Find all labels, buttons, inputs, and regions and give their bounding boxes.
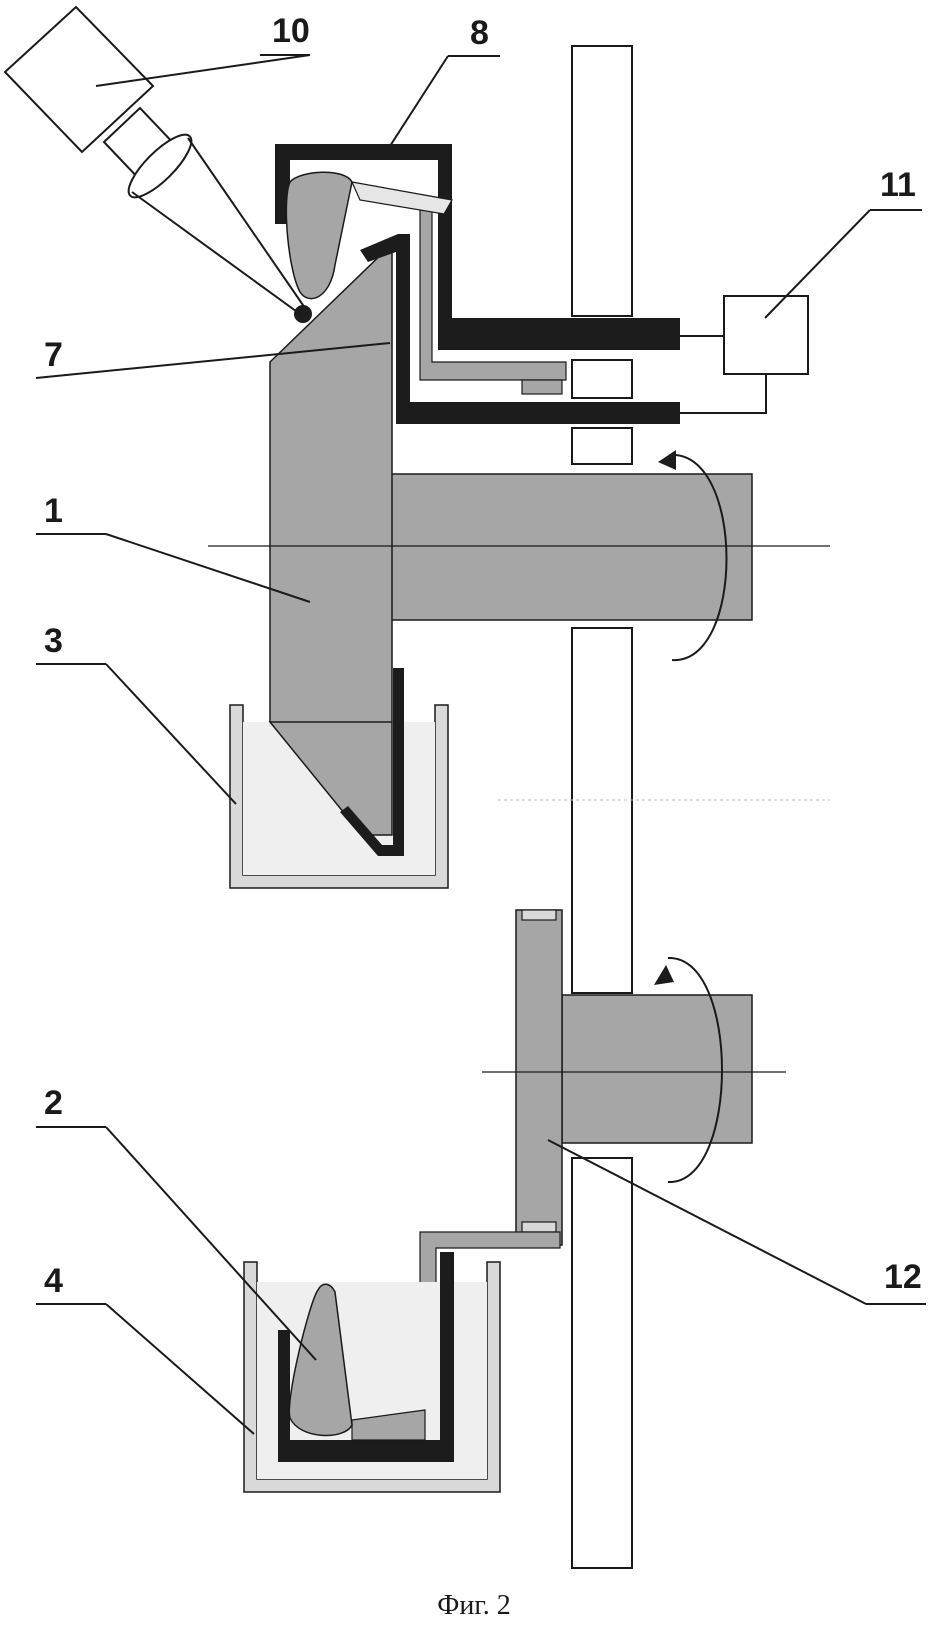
- label-12: 12: [884, 1258, 922, 1296]
- leader-3: [106, 664, 236, 804]
- figure-caption: Фиг. 2: [437, 1590, 510, 1621]
- leader-2: [106, 1127, 316, 1360]
- lower-rotation-arrowhead: [654, 965, 674, 985]
- optical-ray-1: [132, 192, 300, 314]
- leader-8: [390, 56, 448, 146]
- contact-point: [294, 305, 312, 323]
- part-12-assembly: [482, 910, 786, 1245]
- lower-disk-cap-bottom: [522, 1222, 556, 1232]
- bath-4: [244, 1232, 560, 1492]
- lower-shaft: [562, 995, 752, 1143]
- camera-10: [5, 7, 305, 314]
- block-11-box: [724, 296, 808, 374]
- label-7: 7: [44, 336, 63, 374]
- holder-gray-tab: [522, 380, 562, 394]
- plate-wall: [572, 46, 632, 1568]
- upper-sample: [286, 172, 352, 298]
- upper-shaft: [382, 474, 752, 620]
- plate-segment-3: [572, 428, 632, 464]
- label-3: 3: [44, 622, 63, 660]
- block-11: [680, 296, 808, 413]
- reference-numerals: 10 8 11 7 1 3 2 4 12: [44, 12, 922, 1300]
- label-8: 8: [470, 14, 489, 52]
- leader-lines: [36, 55, 926, 1434]
- lower-disk-cap-top: [522, 910, 556, 920]
- label-11: 11: [880, 166, 916, 204]
- leader-11: [765, 210, 870, 318]
- sample-arm: [352, 182, 452, 214]
- label-1: 1: [44, 492, 63, 530]
- label-2: 2: [44, 1084, 63, 1122]
- leader-4: [106, 1304, 254, 1434]
- label-10: 10: [272, 12, 310, 50]
- plate-segment-top: [572, 46, 632, 316]
- lower-disk: [516, 910, 562, 1245]
- upper-rotation-arrowhead: [658, 450, 676, 470]
- label-4: 4: [44, 1262, 63, 1300]
- wire-11-bottom: [680, 374, 766, 413]
- plate-segment-2: [572, 360, 632, 398]
- plate-segment-bottom: [572, 1158, 632, 1568]
- plate-segment-middle: [572, 628, 632, 993]
